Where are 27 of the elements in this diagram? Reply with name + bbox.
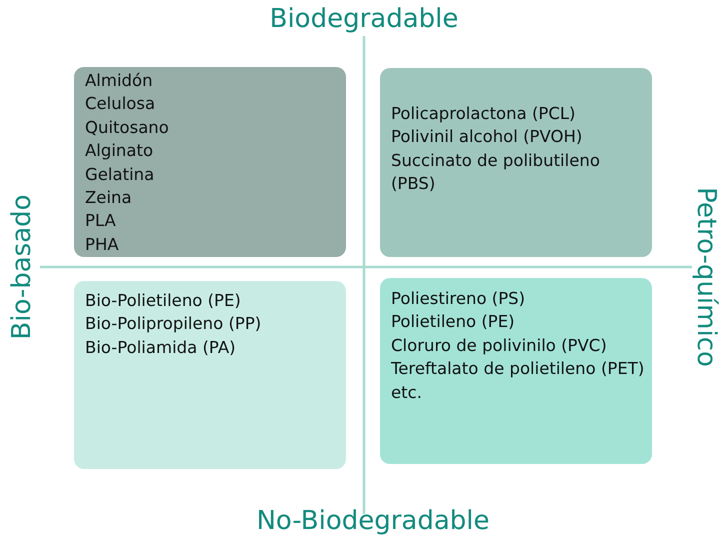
material-name: PLA — [85, 210, 116, 232]
material-name: Celulosa — [85, 93, 156, 116]
quadrant-box — [380, 278, 652, 464]
axis-label: Bio-basado — [7, 194, 37, 340]
material-name: Bio-Poliamida (PA) — [85, 336, 236, 359]
material-name: Poliestireno (PS) — [391, 288, 526, 310]
material-name: Policaprolactona (PCL) — [391, 103, 576, 125]
material-name: etc. — [391, 382, 422, 404]
material-name: Cloruro de polivinilo (PVC) — [391, 334, 607, 357]
material-name: Gelatina — [85, 164, 154, 186]
material-name: Bio-Polipropileno (PP) — [85, 313, 262, 336]
quadrant-box — [380, 68, 652, 257]
material-name: Bio-Polietileno (PE) — [85, 290, 241, 312]
material-name: Polietileno (PE) — [391, 311, 515, 334]
material-name: Zeina — [85, 187, 132, 210]
axis-label: No-Biodegradable — [256, 506, 490, 536]
material-name: PHA — [85, 234, 119, 256]
quadrant-box — [74, 67, 346, 257]
material-name: Tereftalato de polietileno (PET) — [391, 358, 644, 380]
axis-label: Petro-químico — [691, 187, 721, 367]
material-name: Alginato — [85, 140, 154, 162]
material-name: Succinato de polibutileno (PBS) — [391, 150, 601, 196]
material-name: Almidón — [85, 70, 153, 92]
quadrant-box — [74, 281, 346, 469]
material-name: Quitosano — [85, 116, 169, 139]
material-name: Polivinil alcohol (PVOH) — [391, 126, 582, 148]
axis-label: Biodegradable — [270, 4, 458, 34]
